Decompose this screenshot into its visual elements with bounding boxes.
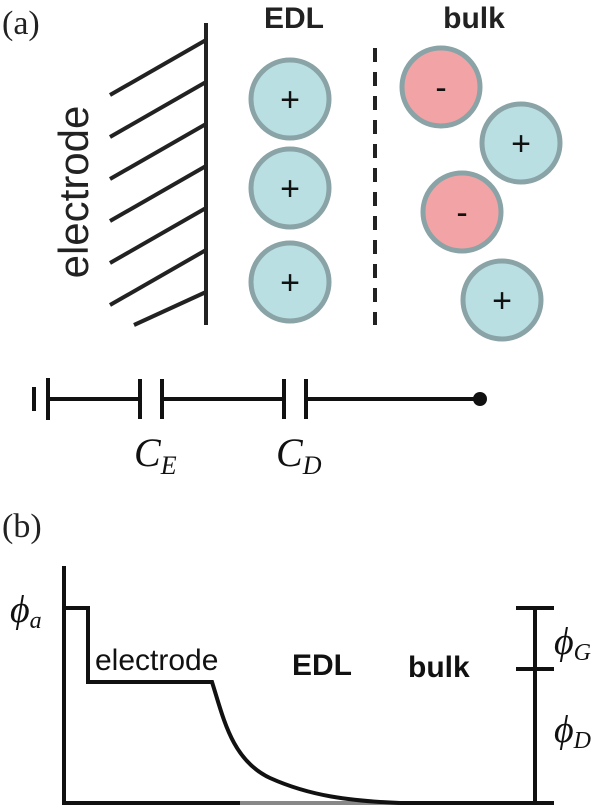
edl-ion: + (248, 57, 332, 141)
potential-axes (62, 566, 520, 805)
capacitor-ce-label: CE (134, 430, 177, 480)
phi-a-label: ϕa (10, 589, 42, 634)
electrode-label: electrode (50, 106, 97, 279)
region-electrode-label: electrode (95, 644, 218, 677)
circuit-terminal (473, 392, 487, 406)
phi-d-label: ϕD (554, 709, 591, 754)
panel-a-label: (a) (2, 5, 40, 42)
equivalent-circuit (32, 378, 478, 420)
bulk-ion: + (479, 101, 563, 185)
bulk-ion: - (420, 170, 504, 254)
ion-sign: + (280, 170, 300, 208)
electrode-surface (109, 23, 208, 327)
ion-sign: + (280, 81, 300, 119)
region-edl-label: EDL (292, 649, 352, 682)
bulk-ion: - (399, 45, 483, 129)
phi-g-label: ϕG (554, 621, 591, 666)
bulk-ion: + (460, 258, 544, 342)
edl-label: EDL (264, 2, 324, 35)
ion-sign: + (280, 264, 300, 302)
capacitor-cd-label: CD (276, 430, 322, 480)
ion-sign: + (492, 282, 512, 320)
ion-sign: + (511, 125, 531, 163)
bulk-label: bulk (443, 2, 505, 35)
panel-b-label: (b) (2, 508, 42, 545)
ion-sign: - (435, 69, 446, 107)
ion-sign: - (456, 194, 467, 232)
edl-ion: + (248, 146, 332, 230)
region-bulk-label: bulk (408, 651, 470, 684)
potential-scale-bracket (516, 606, 554, 805)
potential-profile (64, 606, 401, 805)
edl-ion: + (248, 240, 332, 324)
